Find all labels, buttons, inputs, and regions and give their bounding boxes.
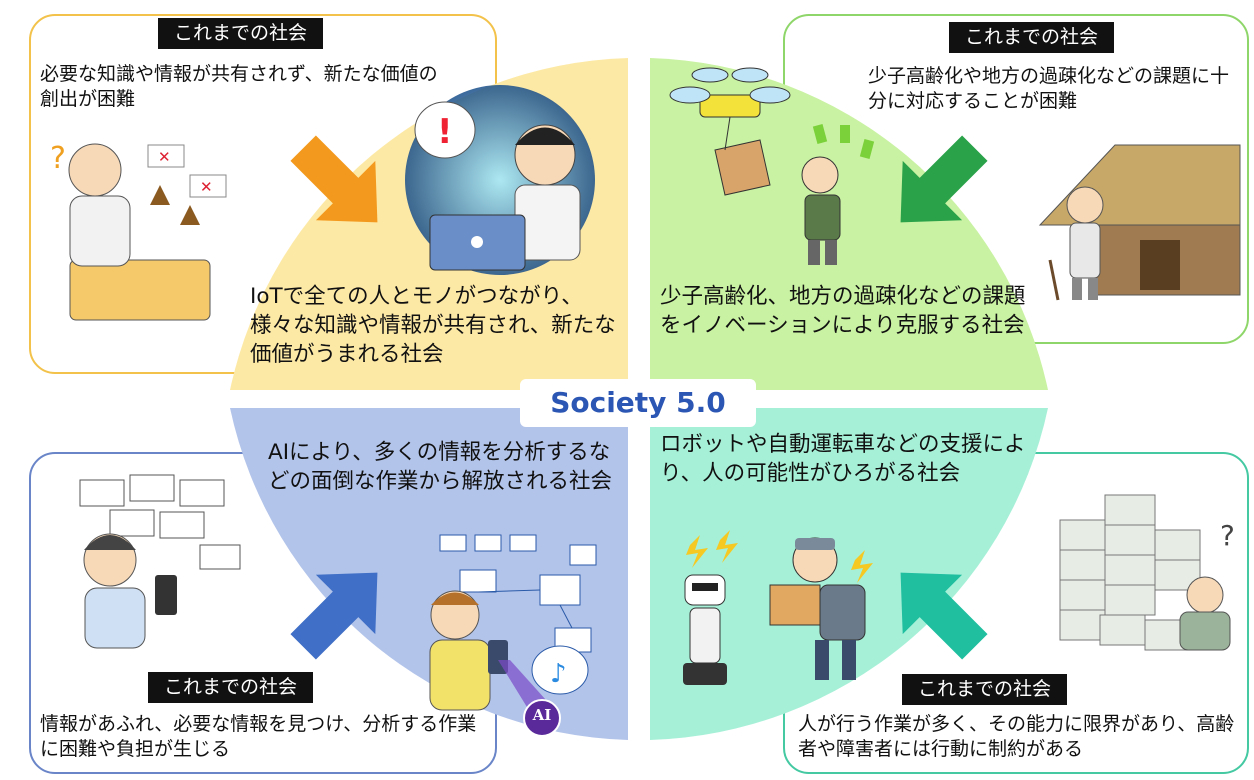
- ai-badge: AI: [532, 706, 552, 724]
- new-society-text-bottom-left: AIにより、多くの情報を分析するなどの面倒な作業から解放される社会: [268, 440, 613, 495]
- ai-badge-circle: [523, 699, 561, 737]
- iot-man-illustration: !: [405, 85, 595, 275]
- overwhelmed-woman-illustration: [79, 474, 241, 649]
- arrow-top-right: [900, 135, 988, 223]
- old-society-text-top-right: 少子高齢化や地方の過疎化などの課題に十分に対応することが困難: [868, 65, 1230, 113]
- society-title: Society 5.0: [520, 379, 756, 427]
- old-society-text-top-left: 必要な知識や情報が共有されず、新たな価値の創出が困難: [40, 63, 438, 111]
- arrow-bottom-left: [290, 572, 378, 660]
- quadrant-top-right: [650, 58, 1048, 390]
- arrow-bottom-right: [900, 572, 988, 660]
- confused-person-illustration: ? ✕ ✕: [50, 141, 227, 321]
- robot-assist-illustration: [683, 530, 873, 685]
- quadrant-bottom-left: [230, 408, 628, 740]
- new-society-text-bottom-right: ロボットや自動運転車などの支援により、人の可能性がひろがる社会: [660, 432, 1026, 487]
- new-society-text-top-right: 少子高齢化、地方の過疎化などの課題をイノベーションにより克服する社会: [660, 284, 1026, 339]
- old-society-label-top-right: これまでの社会: [949, 22, 1115, 53]
- old-society-label-bottom-left: これまでの社会: [148, 672, 314, 703]
- old-society-label-bottom-right: これまでの社会: [902, 674, 1068, 705]
- quadrant-bottom-right: [650, 408, 1048, 740]
- svg-text:?: ?: [1220, 519, 1235, 552]
- svg-text:♪: ♪: [550, 659, 567, 689]
- svg-text:✕: ✕: [158, 148, 171, 166]
- arrow-top-left: [290, 135, 378, 223]
- rural-elderly-illustration: [1038, 144, 1241, 301]
- old-society-text-bottom-right: 人が行う作業が多く、その能力に限界があり、高齢者や障害者には行動に制約がある: [798, 713, 1235, 761]
- svg-text:!: !: [437, 112, 453, 152]
- heavy-boxes-illustration: ?: [1059, 494, 1235, 651]
- old-society-text-bottom-left: 情報があふれ、必要な情報を見つけ、分析する作業に困難や負担が生じる: [40, 713, 477, 761]
- svg-text:✕: ✕: [200, 178, 213, 196]
- old-society-label-top-left: これまでの社会: [158, 18, 324, 49]
- new-society-text-top-left: IoTで全ての人とモノがつながり、様々な知識や情報が共有され、新たな価値がうまれ…: [250, 284, 616, 368]
- svg-text:?: ?: [50, 141, 66, 176]
- ai-woman-illustration: ♪: [429, 534, 597, 712]
- drone-delivery-illustration: [669, 67, 875, 265]
